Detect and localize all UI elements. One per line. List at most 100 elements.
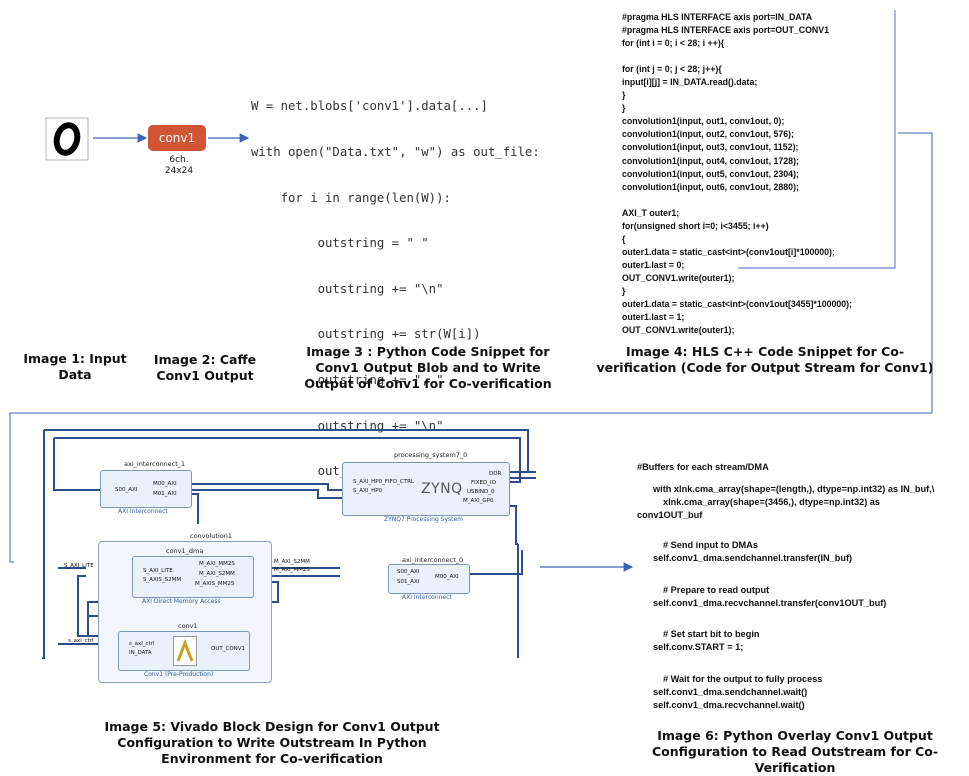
code-line: with open("Data.txt", "w") as out_file: [251,145,540,160]
code-line: outstring += str(W[i]) [251,327,481,342]
code-line: convolution1(input, out1, conv1out, 0); [622,116,785,127]
vivado-block-design: axi_interconnect_1 S00_AXI M00_AXI M01_A… [38,426,538,691]
hls-logo-icon [173,636,197,666]
port-label: USBIND_0 [467,489,495,495]
overlay-code-line: # Set start bit to begin [663,629,760,639]
port-label: S_AXIS_S2MM [143,577,182,583]
port-label: FIXED_IO [471,480,496,486]
code-line: for(unsigned short i=0; i<3455; i++) [622,220,769,231]
port-label: S_AXI_HP0_FIFO_CTRL [353,479,414,485]
overlay-code-line: with xlnk.cma_array(shape=(length,), dty… [653,484,935,494]
code-line: } [622,285,626,296]
port-label: M00_AXI [435,574,459,580]
overlay-code-line: self.conv1_dma.sendchannel.transfer(IN_b… [653,553,853,563]
conv1-layer-block: conv1 [148,125,206,151]
port-label: s_axi_ctrl [129,641,155,647]
port-label: M_AXI_S2MM [199,571,235,577]
zynq-logo: ZYNQ [421,481,463,497]
dma-title: conv1_dma [166,547,204,555]
conv1-channels: 6ch. [169,155,189,165]
code-line: convolution1(input, out5, conv1out, 2304… [622,168,799,179]
interconnect1-title: axi_interconnect_1 [124,460,186,468]
dma-block[interactable]: S_AXI_LITE S_AXIS_S2MM M_AXI_MM2S M_AXI_… [132,556,254,598]
dma-subtitle: AXI Direct Memory Access [142,598,221,605]
port-label: DDR [489,471,502,477]
code-line: OUT_CONV1.write(outer1); [622,272,735,283]
code-line: AXI_T outer1; [622,207,680,218]
code-line: } [622,90,626,101]
code-line: outer1.last = 1; [622,312,685,323]
port-label: M_AXI_MM2S [199,561,235,567]
interconnect1-subtitle: AXI Interconnect [118,508,168,515]
interconnect1-block[interactable]: S00_AXI M00_AXI M01_AXI [100,470,192,508]
code-line: convolution1(input, out6, conv1out, 2880… [622,181,799,192]
overlay-code-line: self.conv1_dma.recvchannel.transfer(conv… [653,598,887,608]
connector-hls-to-vivado [9,132,933,563]
port-label: S_AXI_HP0 [353,488,383,494]
code-line [622,194,852,207]
caption-image-2: Image 2: Caffe Conv1 Output [153,352,257,383]
port-label: S_AXI_LITE [143,568,173,574]
code-line: } [622,103,626,114]
code-line: convolution1(input, out4, conv1out, 1728… [622,155,799,166]
code-line [622,50,852,63]
code-line: #pragma HLS INTERFACE axis port=IN_DATA [622,12,813,22]
caption-image-4: Image 4: HLS C++ Code Snippet for Co- ve… [596,344,934,375]
conv1-layer-shape: 6ch. 24x24 [155,155,203,177]
port-label: M00_AXI [153,481,177,487]
code-line: input[i][j] = IN_DATA.read().data; [622,77,758,88]
external-port-label: s_axi_ctrl [68,638,94,644]
overlay-code-line: # Wait for the output to fully process [663,674,823,684]
code-line: W = net.blobs['conv1'].data[...] [251,99,488,114]
code-line: outstring += "\n" [251,281,444,296]
overlay-code-line: # Send input to DMAs [663,540,758,550]
ps7-subtitle: ZYNQ7 Processing System [384,516,464,523]
port-label: S01_AXI [397,579,420,585]
overlay-code-line: conv1OUT_buf [637,510,703,520]
code-line: outstring = " " [251,236,429,251]
code-line: outer1.data = static_cast<int>(conv1out[… [622,246,835,257]
caption-image-6: Image 6: Python Overlay Conv1 Output Con… [651,728,939,775]
code-line: for i in range(len(W)): [251,190,451,205]
port-label: S00_AXI [397,569,420,575]
code-line: convolution1(input, out2, conv1out, 576)… [622,129,795,140]
code-line: outer1.last = 0; [622,259,685,270]
port-label: M_AXI_GP0 [463,498,494,504]
ps7-block[interactable]: S_AXI_HP0_FIFO_CTRL S_AXI_HP0 ZYNQ DDR F… [342,462,510,516]
overlay-code-line: xlnk.cma_array(shape=(3456,), dtype=np.i… [663,497,881,507]
interconnect0-title: axi_interconnect_0 [402,556,464,564]
code-line: for (int j = 0; j < 28; j++){ [622,64,722,75]
conv1-layer-label: conv1 [158,131,196,145]
code-line: outstring += ", " [251,373,444,388]
interconnect0-block[interactable]: S00_AXI S01_AXI M00_AXI [388,564,470,594]
conv1-ip-subtitle: Conv1 (Pre-Production) [144,671,214,678]
hls-code-frame [738,10,896,269]
overlay-code-line: self.conv.START = 1; [653,642,744,652]
hls-code-snippet: #pragma HLS INTERFACE axis port=IN_DATA … [622,11,852,337]
port-label: S00_AXI [115,487,138,493]
port-label: OUT_CONV1 [211,646,246,652]
overlay-code-line: #Buffers for each stream/DMA [637,462,769,472]
net-label: M_AXI_MM2S [274,567,310,573]
overlay-code-line: self.conv1_dma.sendchannel.wait() [653,687,808,697]
external-port-label: S_AXI_LITE [64,563,94,569]
code-line: OUT_CONV1.write(outer1); [622,325,735,336]
interconnect0-subtitle: AXI Interconnect [402,594,452,601]
code-line: outer1.data = static_cast<int>(conv1out[… [622,299,853,310]
port-label: M_AXIS_MM2S [195,581,235,587]
port-label: M01_AXI [153,491,177,497]
overlay-code-line: self.conv1_dma.recvchannel.wait() [653,700,805,710]
caption-image-5: Image 5: Vivado Block Design for Conv1 O… [104,719,440,766]
conv1-ip-block[interactable]: s_axi_ctrl IN_DATA OUT_CONV1 [118,631,250,671]
overlay-code-line: # Prepare to read output [663,585,770,595]
port-label: IN_DATA [129,650,152,656]
conv1-ip-title: conv1 [178,622,198,630]
conv1-dims: 24x24 [164,166,194,176]
code-line: convolution1(input, out3, conv1out, 1152… [622,142,799,153]
code-line: #pragma HLS INTERFACE axis port=OUT_CONV… [622,25,830,36]
group-title: convolution1 [190,532,233,540]
net-label: M_AXI_S2MM [274,559,310,565]
caption-image-1: Image 1: Input Data [23,351,127,382]
caption-image-3: Image 3 : Python Code Snippet for Conv1 … [304,344,552,391]
